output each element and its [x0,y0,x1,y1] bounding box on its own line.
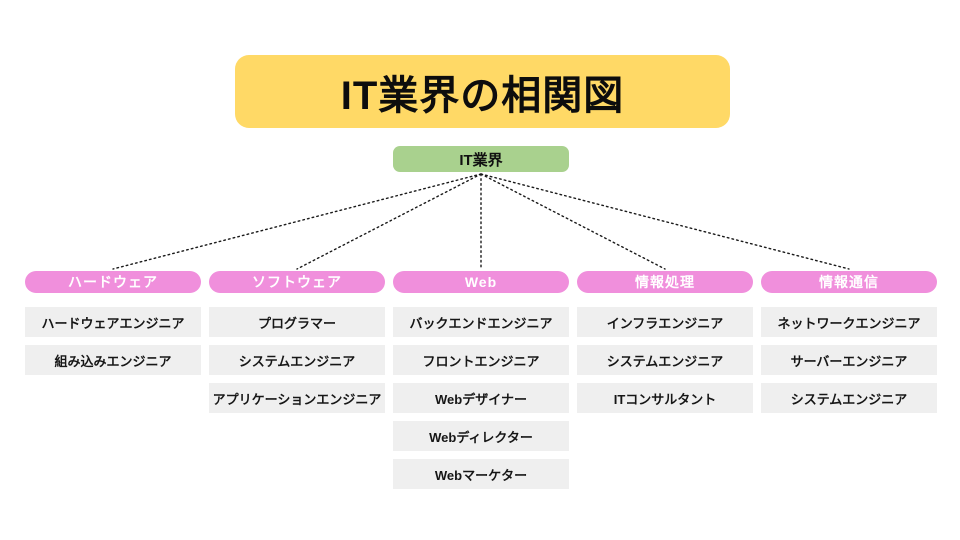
job-item: フロントエンジニア [393,345,569,375]
category-label: ソフトウェア [252,274,342,290]
job-item: アプリケーションエンジニア [209,383,385,413]
job-item-label: プログラマー [257,315,336,331]
category-header-info-processing: 情報処理 [577,271,753,293]
category-label: Web [464,274,498,290]
category-info-telecom: 情報通信 ネットワークエンジニア サーバーエンジニア システムエンジニア [761,271,937,421]
job-item: Webデザイナー [393,383,569,413]
category-header-web: Web [393,271,569,293]
category-header-info-telecom: 情報通信 [761,271,937,293]
job-item-label: アプリケーションエンジニア [212,391,382,407]
job-item: ハードウェアエンジニア [25,307,201,337]
connector-line-info-telecom [480,173,850,270]
job-item: システムエンジニア [761,383,937,413]
job-item: システムエンジニア [577,345,753,375]
job-item: 組み込みエンジニア [25,345,201,375]
job-item-label: ITコンサルタント [613,391,717,407]
category-info-processing: 情報処理 インフラエンジニア システムエンジニア ITコンサルタント [577,271,753,421]
category-web: Web バックエンドエンジニア フロントエンジニア Webデザイナー Webディ… [393,271,569,497]
diagram-title-banner: IT業界の相関図 [235,55,730,128]
job-item: ネットワークエンジニア [761,307,937,337]
job-item: バックエンドエンジニア [393,307,569,337]
category-header-software: ソフトウェア [209,271,385,293]
job-item-label: ネットワークエンジニア [777,315,921,331]
category-label: ハードウェア [68,274,158,290]
job-item-label: インフラエンジニア [606,315,724,331]
connector-line-hardware [112,173,482,270]
job-item-label: フロントエンジニア [422,353,540,369]
job-item: ITコンサルタント [577,383,753,413]
diagram-title: IT業界の相関図 [340,73,625,118]
category-label: 情報通信 [819,274,879,290]
job-item-label: ハードウェアエンジニア [41,315,185,331]
job-item-label: システムエンジニア [790,391,908,407]
job-item: Webマーケター [393,459,569,489]
job-item: Webディレクター [393,421,569,451]
job-item-label: Webディレクター [429,429,533,445]
category-header-hardware: ハードウェア [25,271,201,293]
job-item: システムエンジニア [209,345,385,375]
job-item-label: サーバーエンジニア [790,353,908,369]
connector-line-info-processing [480,173,666,270]
job-item-label: Webデザイナー [435,391,527,407]
root-node: IT業界 [393,146,569,172]
category-software: ソフトウェア プログラマー システムエンジニア アプリケーションエンジニア [209,271,385,421]
root-node-label: IT業界 [459,151,503,169]
job-item-label: 組み込みエンジニア [54,353,172,369]
job-item: サーバーエンジニア [761,345,937,375]
job-item-label: Webマーケター [434,467,528,483]
job-item-label: システムエンジニア [238,353,356,369]
category-hardware: ハードウェア ハードウェアエンジニア 組み込みエンジニア [25,271,201,383]
connector-line-software [296,173,482,270]
job-item-label: システムエンジニア [606,353,724,369]
job-item-label: バックエンドエンジニア [409,315,553,331]
job-item: プログラマー [209,307,385,337]
job-item: インフラエンジニア [577,307,753,337]
category-label: 情報処理 [635,274,695,290]
